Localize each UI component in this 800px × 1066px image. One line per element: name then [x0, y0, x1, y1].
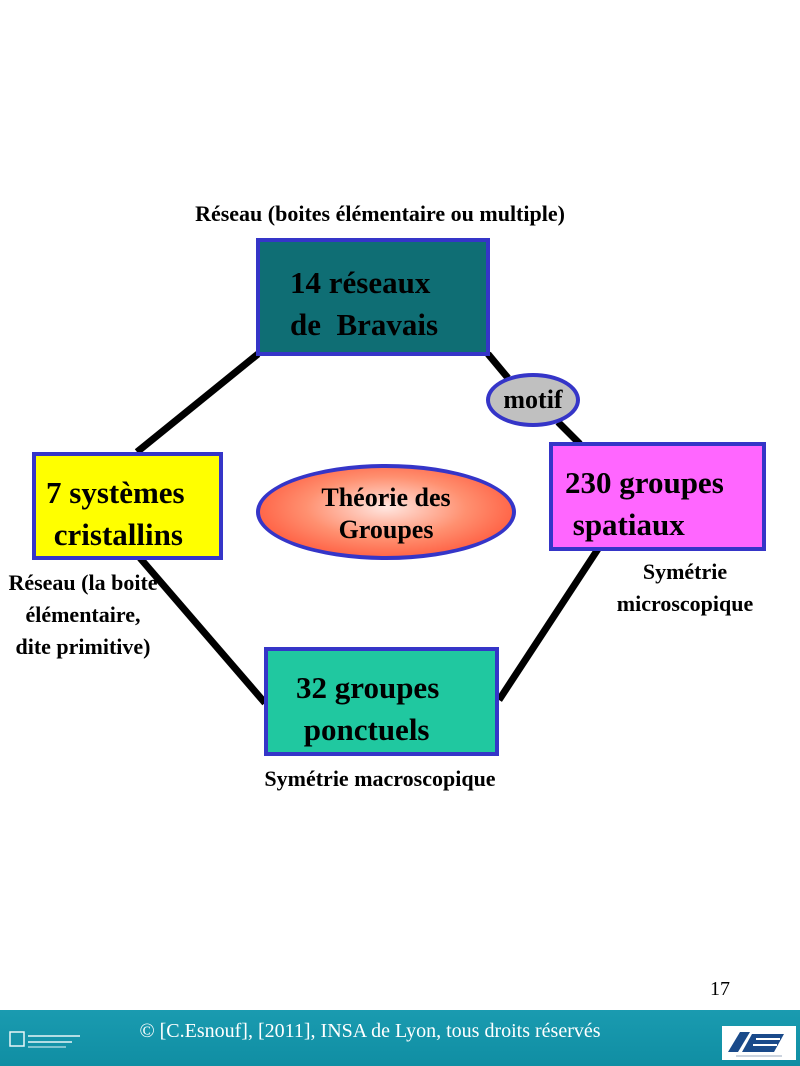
node-spatial-line-1: 230 groupes	[565, 465, 724, 500]
insa-logo-icon	[722, 1026, 796, 1060]
node-systems-line-1: 7 systèmes	[46, 475, 185, 510]
line-bravais-systems	[134, 351, 261, 455]
node-spatial: 230 groupes spatiaux	[549, 442, 766, 551]
caption-reseau-top: Réseau (boites élémentaire ou multiple)	[195, 201, 565, 226]
motif-ellipse: motif	[486, 373, 580, 427]
caption-reseau-left: Réseau (la boite élémentaire, dite primi…	[8, 570, 158, 659]
caption-symetrie-micro: Symétrie microscopique	[616, 559, 754, 616]
line-systems-ponctuel	[137, 555, 268, 706]
theory-line-2: Groupes	[338, 515, 434, 544]
node-ponctuel: 32 groupes ponctuels	[264, 647, 499, 756]
university-of-lyon-logo-icon	[9, 1031, 80, 1048]
theory-line-1: Théorie des	[321, 483, 451, 512]
line-bravais-motif	[485, 351, 511, 381]
node-ponctuel-line-1: 32 groupes	[296, 670, 440, 705]
node-bravais-line-2: de Bravais	[290, 307, 439, 342]
footer-copyright: © [C.Esnouf], [2011], INSA de Lyon, tous…	[139, 1020, 601, 1042]
node-systems: 7 systèmes cristallins	[32, 452, 223, 560]
node-systems-line-2: cristallins	[46, 517, 183, 552]
line-motif-spatial	[555, 419, 583, 447]
line-spatial-ponctuel	[496, 547, 601, 702]
page-number: 17	[710, 978, 730, 1000]
node-bravais: 14 réseaux de Bravais	[256, 238, 490, 356]
node-spatial-line-2: spatiaux	[565, 507, 685, 542]
node-bravais-line-1: 14 réseaux	[290, 265, 431, 300]
theory-ellipse: Théorie des Groupes	[256, 464, 516, 560]
node-ponctuel-line-2: ponctuels	[296, 712, 430, 747]
caption-symetrie-macro: Symétrie macroscopique	[264, 766, 496, 791]
footer-bar	[0, 1010, 800, 1066]
